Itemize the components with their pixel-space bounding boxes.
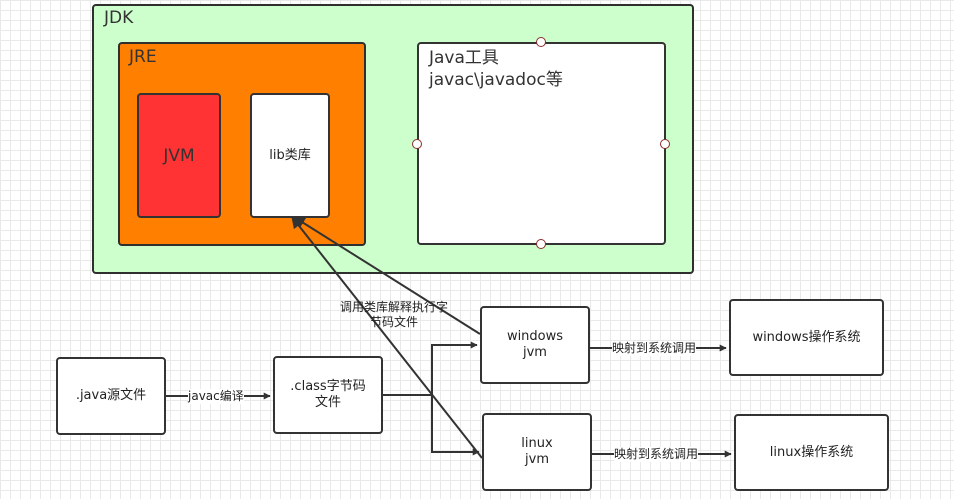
edge-label-map-windows: 映射到系统调用: [612, 341, 697, 356]
edge-class-to-linux[interactable]: [383, 394, 480, 456]
java-tools-box[interactable]: Java工具 javac\javadoc等: [417, 42, 666, 245]
jdk-label: JDK: [104, 8, 134, 28]
edge-label-compile: javac编译: [188, 389, 244, 404]
windows-os-label: windows操作系统: [752, 329, 861, 345]
java-tools-line2: javac\javadoc等: [429, 70, 563, 90]
edge-label-call-lib: 调用类库解释执行字 节码文件: [340, 300, 449, 329]
lib-box[interactable]: lib类库: [250, 93, 330, 218]
jvm-box[interactable]: JVM: [137, 93, 221, 218]
edge-label-map-linux: 映射到系统调用: [614, 447, 699, 462]
class-file-label: .class字节码 文件: [290, 379, 366, 410]
linux-jvm-label: linux jvm: [521, 436, 553, 467]
jre-label: JRE: [129, 47, 157, 67]
class-file-box[interactable]: .class字节码 文件: [273, 356, 383, 434]
edge-windows-to-lib[interactable]: [292, 216, 481, 335]
linux-os-box[interactable]: linux操作系统: [734, 414, 889, 491]
resize-handle-right[interactable]: [660, 139, 670, 149]
java-source-label: .java源文件: [75, 388, 147, 403]
java-source-box[interactable]: .java源文件: [56, 357, 166, 435]
windows-jvm-label: windows jvm: [506, 329, 564, 360]
linux-jvm-box[interactable]: linux jvm: [482, 413, 592, 491]
lib-label: lib类库: [269, 147, 311, 163]
edge-class-to-windows[interactable]: [383, 341, 478, 396]
java-tools-line1: Java工具: [429, 48, 499, 68]
jvm-label: JVM: [163, 145, 195, 166]
resize-handle-bottom[interactable]: [536, 239, 546, 249]
windows-os-box[interactable]: windows操作系统: [729, 299, 884, 376]
resize-handle-left[interactable]: [412, 139, 422, 149]
edge-linux-to-lib[interactable]: [291, 216, 483, 459]
windows-jvm-box[interactable]: windows jvm: [480, 306, 590, 384]
linux-os-label: linux操作系统: [769, 444, 854, 460]
resize-handle-top[interactable]: [536, 37, 546, 47]
